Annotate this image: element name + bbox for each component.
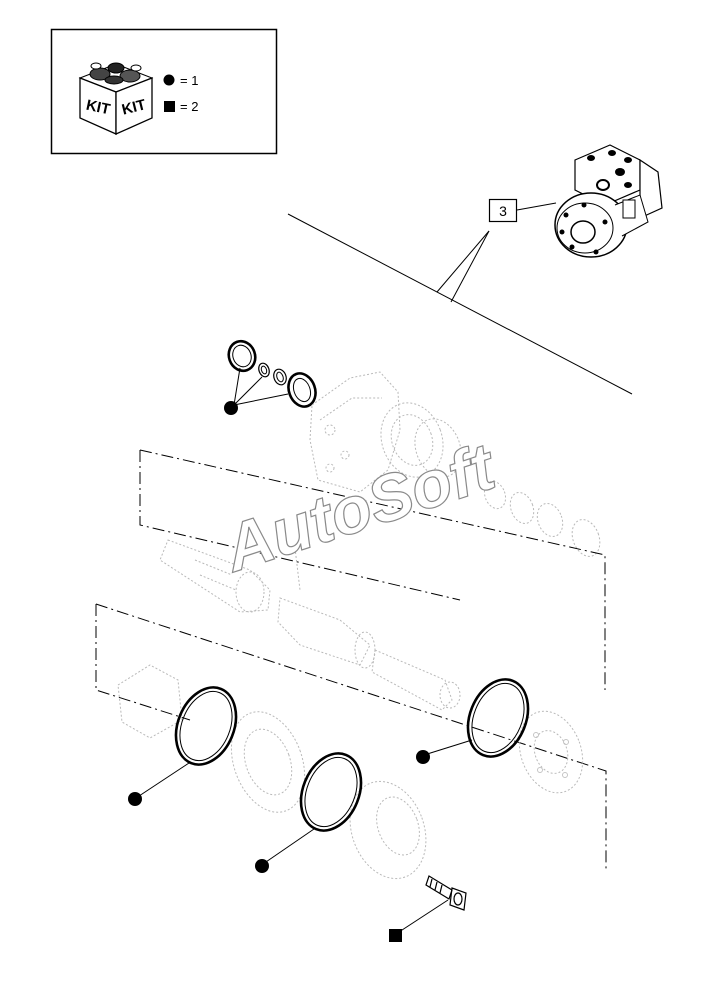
bolt-drawing [389, 875, 467, 942]
steering-unit-assembly-drawing [554, 144, 663, 258]
o-ring-left [128, 686, 238, 806]
housing-ghost-drawing [309, 371, 601, 557]
kit-circle-marker [255, 859, 269, 873]
o-ring-right [416, 678, 530, 764]
o-ring-middle [255, 752, 363, 873]
square-legend-text: = 2 [180, 99, 198, 114]
kit-box-icon: KIT KIT [78, 62, 154, 136]
kit-circle-marker [416, 750, 430, 764]
watermark: AutoSoft [213, 427, 507, 586]
legend-frame [50, 28, 278, 155]
seal-set [224, 339, 317, 415]
kit-circle-marker [224, 401, 238, 415]
kit-legend: KIT KIT = 1 = 2 [50, 28, 278, 155]
assembly-axis-line [287, 213, 633, 395]
upper-group-frame [139, 449, 606, 690]
callout-box [488, 198, 518, 223]
circle-legend-text: = 1 [180, 73, 198, 88]
watermark-text: AutoSoft [213, 428, 506, 586]
gerotor-ghost-drawing [117, 664, 584, 880]
kit-square-marker [389, 929, 402, 942]
callout-3: 3 [436, 198, 557, 303]
kit-label-right: KIT [120, 96, 148, 118]
kit-label-left: KIT [85, 97, 112, 119]
spool-sleeve-ghost-drawing [159, 539, 461, 711]
lower-group-frame [95, 603, 607, 870]
kit-circle-marker [128, 792, 142, 806]
callout-number: 3 [499, 203, 507, 219]
square-symbol-icon [164, 101, 175, 112]
circle-symbol-icon [163, 74, 175, 86]
